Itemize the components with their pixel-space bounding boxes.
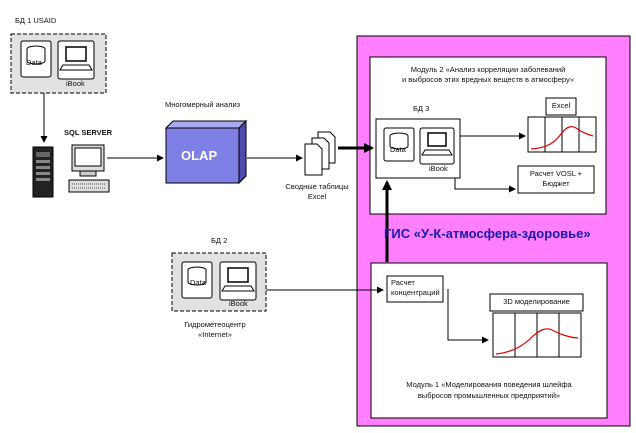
db2-ibook-icon: [219, 261, 257, 301]
db3-ibook-icon: [419, 127, 455, 165]
multi-analysis-label: Многомерный анализ: [165, 100, 241, 109]
db2-caption-2: «Internet»: [198, 330, 232, 339]
modeling-box: [489, 293, 584, 312]
edge-db3-vosl: [454, 178, 516, 193]
pivot-label-1: Сводные таблицы: [285, 182, 349, 191]
db1-ibook-label: iBook: [66, 79, 85, 88]
olap-box: [164, 119, 248, 185]
module2-caption-2: и выбросов этих вредных веществ в атмосф…: [402, 75, 574, 84]
db2-caption-1: Гидрометеоцентр: [184, 320, 246, 329]
db1-data-label: Data: [26, 58, 42, 67]
modeling-label: 3D моделирование: [503, 297, 570, 306]
calc-label-1: Расчет: [391, 278, 415, 287]
olap-label: OLAP: [181, 148, 218, 163]
gis-title: ГИС «У-К-атмосфера-здоровье»: [384, 226, 591, 241]
db3-title: БД 3: [413, 104, 430, 113]
vosl-label-2: Бюджет: [542, 179, 570, 188]
module2-caption-1: Модуль 2 «Анализ корреляции заболеваний: [410, 65, 566, 74]
server-icon: [32, 146, 54, 198]
db3-data-label: Data: [390, 145, 406, 154]
db1-database-icon: [20, 40, 52, 78]
db1-ibook-icon: [57, 40, 95, 80]
db2-title: БД 2: [211, 236, 228, 245]
edge-calc-modeling: [447, 289, 489, 344]
pivot-label-2: Excel: [307, 192, 327, 201]
excel-chart: [527, 116, 597, 153]
calc-label-2: концентраций: [391, 288, 440, 297]
modeling-chart: [492, 312, 582, 358]
db1-title: БД 1 USAID: [15, 16, 57, 25]
vosl-label-1: Расчет VOSL +: [529, 169, 583, 178]
calc-box: [386, 275, 444, 303]
excel-label: Excel: [551, 101, 571, 110]
vosl-box: [517, 165, 595, 194]
sql-server-label: SQL SERVER: [64, 128, 113, 137]
pivot-docs-icon: [304, 131, 336, 176]
db2-ibook-label: iBook: [229, 299, 248, 308]
db3-ibook-label: iBook: [429, 164, 448, 173]
module1-caption-2: выбросов промышленных предприятий»: [417, 391, 561, 400]
db3-database-icon: [383, 127, 415, 162]
db2-database-icon: [181, 261, 213, 299]
db2-data-label: Data: [190, 278, 206, 287]
excel-box: [545, 97, 577, 116]
workstation-icon: [68, 144, 110, 193]
module1-caption-1: Модуль 1 «Моделирования поведения шлейфа: [406, 380, 572, 389]
